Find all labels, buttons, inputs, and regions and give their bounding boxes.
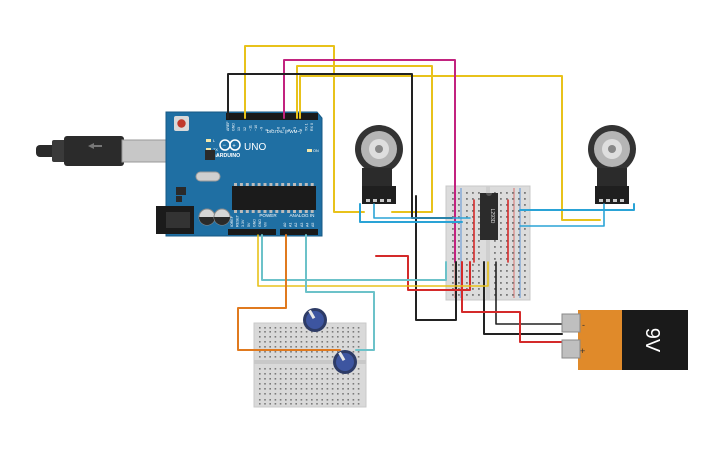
arduino-brand: ARDUINO [216, 153, 240, 159]
wire-blue-3 [519, 203, 635, 211]
pin-label: A4 [305, 223, 309, 227]
digital-label: DIGITAL (PWM~) [267, 129, 302, 134]
wire-teal-1 [261, 234, 447, 281]
pin-label: RESET [236, 214, 240, 227]
pin-label: ~10 [254, 125, 258, 131]
motor-driver-ic[interactable]: L293D [480, 193, 498, 240]
crystal [195, 171, 221, 182]
wire-yellow-1 [244, 45, 365, 213]
motor-right[interactable] [588, 125, 636, 204]
usb-chip [205, 150, 215, 160]
wire-blue-1 [359, 203, 463, 223]
led-on [307, 149, 312, 152]
pin-label: A0 [283, 223, 287, 227]
pin-label: 12 [243, 127, 247, 131]
power-header [228, 229, 276, 235]
battery-minus-label: - [582, 320, 585, 330]
led-l-label: L [213, 139, 215, 143]
potentiometer-2[interactable] [333, 350, 357, 374]
pin-label: TX 1 [304, 123, 308, 131]
power-label: POWER [259, 213, 277, 218]
pin-label: GND [252, 219, 256, 227]
pin-label: AREF [226, 121, 230, 131]
analog-header [280, 229, 318, 235]
wire-black-4 [495, 261, 565, 325]
usb-cable [36, 136, 169, 166]
ic-label: L293D [489, 209, 495, 224]
pin-label: 13 [237, 127, 241, 131]
wire-yellow-4 [257, 234, 489, 287]
led-l [206, 139, 211, 142]
led-tx-label: TX [213, 148, 218, 152]
wire-teal-2 [305, 234, 375, 351]
led-tx [206, 148, 211, 151]
potentiometer-1[interactable] [303, 308, 327, 332]
pin-label: GND [258, 219, 262, 227]
battery-plus-label: + [580, 346, 585, 356]
arduino-logo: − + [219, 139, 241, 151]
pin-label: 7 [271, 129, 275, 131]
wire-magenta [283, 59, 456, 263]
led-rx-label: RX [213, 154, 219, 158]
analog-label: ANALOG IN [289, 213, 314, 218]
arduino-model: UNO [244, 142, 266, 153]
pin-label: A3 [300, 223, 304, 227]
wire-red-2 [461, 261, 565, 343]
wire-blue-2 [373, 203, 471, 219]
battery-label: 9V [641, 328, 663, 353]
atmega-chip [232, 186, 316, 210]
pin-label: ~5 [282, 127, 286, 131]
wire-orange [237, 234, 341, 351]
pin-label: 5V [247, 222, 251, 227]
pin-label: ~6 [276, 127, 280, 131]
wire-yellow-3 [299, 75, 601, 221]
pin-label: GND [232, 123, 236, 131]
battery-9v[interactable]: - + 9V [561, 310, 688, 370]
wire-blue-4 [519, 203, 605, 227]
pin-label: RX 0 [310, 123, 314, 131]
svg-text:+: + [232, 143, 236, 149]
pin-label: A5 [311, 223, 315, 227]
pin-label: 8 [265, 129, 269, 131]
pin-label: 2 [299, 129, 303, 131]
led-on-label: ON [313, 149, 319, 153]
wire-yellow-2 [296, 65, 433, 213]
pin-label: A2 [294, 223, 298, 227]
pin-label: IOREF [230, 215, 234, 227]
pin-label: ~9 [260, 127, 264, 131]
pin-label: 4 [288, 129, 292, 131]
pin-label: 3.3V [241, 219, 245, 227]
wire-red-1 [375, 255, 471, 291]
pin-label: ~11 [248, 125, 252, 131]
pin-label: ~3 [293, 127, 297, 131]
pin-label: A1 [289, 223, 293, 227]
pin-label: Vin [264, 222, 268, 227]
motor-left[interactable] [355, 125, 403, 204]
digital-header [226, 113, 318, 120]
svg-text:−: − [222, 143, 226, 149]
